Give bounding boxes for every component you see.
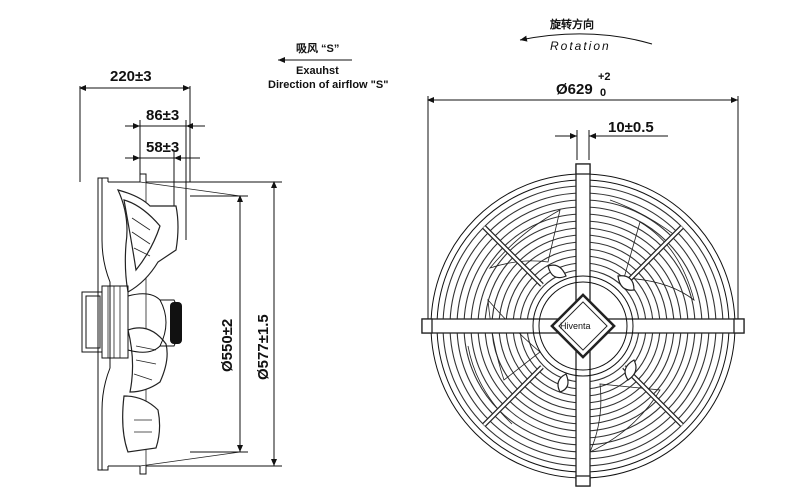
inner-dia-label: Ø550±2 xyxy=(219,319,236,372)
overall-dia-tol-lower: 0 xyxy=(600,87,606,99)
diameter-dimensions: Ø550±2 Ø577±1.5 xyxy=(146,181,282,467)
airflow-cn-label: 吸风“S” xyxy=(296,41,339,55)
overall-dia-tol-upper: +2 xyxy=(598,71,611,83)
diagonal-strut xyxy=(623,226,683,286)
motor-depth-dimension: 58±3 xyxy=(125,139,200,240)
outer-dia-label: Ø577±1.5 xyxy=(255,314,272,380)
airflow-desc-label: Direction of airflow "S" xyxy=(268,79,388,91)
depth-dimension: 220±3 xyxy=(79,68,191,182)
diagonal-strut xyxy=(483,366,543,426)
side-view: 220±3 86±3 58±3 xyxy=(79,68,282,475)
hub-front: Hiventa xyxy=(532,264,637,393)
diagonal-strut xyxy=(623,366,683,426)
fan-blades-side xyxy=(116,189,179,453)
motor-depth-label: 58±3 xyxy=(146,139,179,156)
hub-brand-label: Hiventa xyxy=(560,321,591,331)
fan-blades-front xyxy=(467,199,695,453)
airflow-direction: 吸风“S” Exauhst Direction of airflow "S" xyxy=(268,41,388,91)
depth-dim-label: 220±3 xyxy=(110,68,152,85)
rotation-en-label: Rotation xyxy=(550,39,611,53)
front-view: Ø629 +2 0 10±0.5 xyxy=(421,71,745,487)
diagonal-strut xyxy=(483,226,543,286)
airflow-en-label: Exauhst xyxy=(296,65,339,77)
bar-width-dimension: 10±0.5 xyxy=(555,119,668,160)
rotation-cn-label: 旋转方向 xyxy=(549,17,594,31)
motor-side xyxy=(81,285,182,359)
overall-diameter-dimension: Ø629 +2 0 xyxy=(427,71,739,330)
hub-depth-dimension: 86±3 xyxy=(125,107,205,240)
rotation-arrow xyxy=(519,33,653,45)
hub-depth-label: 86±3 xyxy=(146,107,179,124)
overall-dia-label: Ø629 xyxy=(556,81,593,98)
bar-width-label: 10±0.5 xyxy=(608,119,654,136)
rotation-direction: 旋转方向 Rotation xyxy=(519,17,653,53)
